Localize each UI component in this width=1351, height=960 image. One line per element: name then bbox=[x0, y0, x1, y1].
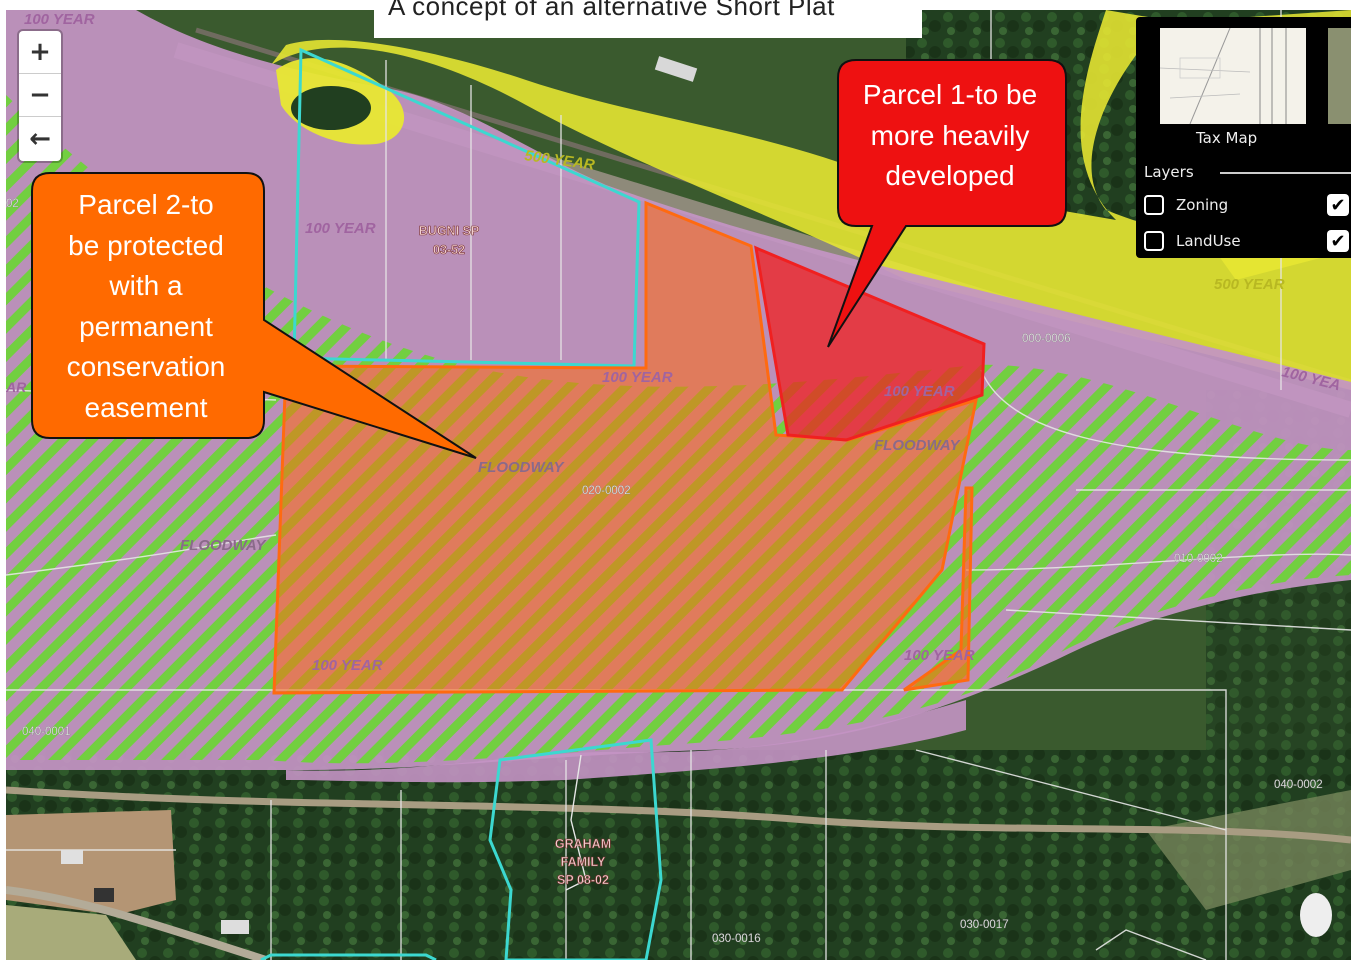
floodplain-500-north bbox=[271, 10, 1351, 390]
zoom-control: + − ← bbox=[19, 31, 61, 161]
landuse-visible-checkbox[interactable]: ✔ bbox=[1327, 230, 1349, 252]
label-flood-100-d: 100 YEAR bbox=[884, 383, 955, 400]
label-flood-100-e: 100 YEAR bbox=[312, 657, 383, 674]
label-graham-1: GRAHAM bbox=[555, 837, 611, 851]
layer-panel: Tax Map Layers Zoning ✔ LandUse ✔ bbox=[1136, 17, 1351, 258]
basemap-thumbnail-aerial[interactable] bbox=[1328, 28, 1351, 124]
callout-parcel2-box bbox=[31, 172, 477, 459]
label-flood-100-f: 100 YEAR bbox=[904, 647, 975, 664]
label-edge-ar: AR bbox=[6, 379, 27, 395]
label-flood-100-b: 100 YEAR bbox=[305, 220, 376, 237]
graham-family-boundary bbox=[488, 738, 663, 960]
south-road bbox=[6, 786, 1351, 844]
basemap-thumbnail-tax-map[interactable] bbox=[1160, 28, 1306, 124]
callout-parcel2-line6: easement bbox=[84, 391, 208, 423]
field-southwest-2 bbox=[6, 905, 136, 960]
layer-row-landuse[interactable]: LandUse ✔ bbox=[1144, 229, 1351, 253]
title-box: A concept of an alternative Short Plat bbox=[374, 0, 922, 38]
building-southwest-2 bbox=[94, 888, 114, 902]
label-flood-500-b: 500 YEAR bbox=[1214, 276, 1285, 293]
zoning-visible-checkbox[interactable]: ✔ bbox=[1327, 194, 1349, 216]
callout-parcel1-text: Parcel 1-to be more heavily developed bbox=[838, 75, 1062, 197]
building-southwest bbox=[61, 850, 83, 864]
callout-parcel2-line3: with a bbox=[109, 270, 183, 301]
building-south bbox=[221, 920, 249, 934]
label-graham-2: FAMILY bbox=[561, 855, 606, 869]
field-east-clearing bbox=[1146, 790, 1351, 910]
label-parcel-020-0002: 020-0002 bbox=[582, 485, 631, 497]
callout-parcel2-line5: conservation bbox=[66, 351, 226, 382]
zoning-label: Zoning bbox=[1176, 196, 1229, 214]
label-bugni-2: 03-52 bbox=[433, 243, 465, 257]
page-title: A concept of an alternative Short Plat bbox=[388, 0, 835, 21]
callout-parcel1-line2: more heavily bbox=[870, 119, 1030, 151]
callout-parcel2-line4: permanent bbox=[79, 310, 213, 342]
zoning-checkbox[interactable] bbox=[1144, 195, 1164, 215]
label-floodway-a: FLOODWAY bbox=[478, 459, 566, 476]
callout-parcel1-line1: Parcel 1-to be bbox=[862, 79, 1038, 110]
landuse-checkbox[interactable] bbox=[1144, 231, 1164, 251]
bugni-sp-boundary bbox=[292, 47, 641, 368]
label-flood-100-a: 100 YEAR bbox=[24, 11, 95, 28]
label-flood-100-c: 100 YEAR bbox=[602, 369, 673, 386]
building-north bbox=[654, 56, 698, 82]
label-parcel-000-0006: 000-0006 bbox=[1022, 333, 1071, 345]
label-graham-3: SP 08-02 bbox=[557, 873, 609, 887]
label-parcel-030-0017: 030-0017 bbox=[960, 919, 1009, 931]
label-parcel-040-0001: 040-0001 bbox=[22, 726, 71, 738]
forest-south bbox=[6, 750, 1351, 960]
zoom-in-button[interactable]: + bbox=[19, 31, 61, 74]
label-bugni-1: BUGNI SP bbox=[419, 224, 479, 238]
field-southwest bbox=[6, 810, 176, 915]
parcel2-strip bbox=[903, 486, 974, 692]
label-parcel-040-0002: 040-0002 bbox=[1274, 779, 1323, 791]
bottom-teal-edge bbox=[260, 953, 437, 960]
callout-parcel1-line3: developed bbox=[885, 160, 1015, 191]
label-parcel-010-0002: 010-0002 bbox=[1174, 553, 1223, 565]
back-arrow-button[interactable]: ← bbox=[29, 123, 51, 154]
layer-row-zoning[interactable]: Zoning ✔ bbox=[1144, 193, 1351, 217]
tax-map-thumbnail-icon bbox=[1160, 28, 1306, 124]
building-greenhouse bbox=[1300, 893, 1332, 937]
callout-parcel1-box bbox=[827, 59, 1067, 348]
layers-title: Layers bbox=[1144, 163, 1194, 181]
graham-inner-line bbox=[565, 754, 587, 891]
floodplain-100-south bbox=[286, 700, 966, 783]
forest-island bbox=[291, 86, 371, 130]
basemap-label: Tax Map bbox=[1196, 129, 1258, 147]
callout-parcel2-line1: Parcel 2-to bbox=[78, 189, 214, 220]
label-parcel-030-0016: 030-0016 bbox=[712, 933, 761, 945]
label-floodway-c: FLOODWAY bbox=[874, 437, 962, 454]
zoom-out-button[interactable]: − bbox=[19, 74, 61, 117]
parcel1-development-area bbox=[754, 245, 986, 442]
label-edge-02: 02 bbox=[6, 198, 19, 210]
label-floodway-b: FLOODWAY bbox=[180, 537, 268, 554]
callout-parcel2-text: Parcel 2-to be protected with a permanen… bbox=[32, 185, 260, 428]
callout-parcel2-line2: be protected bbox=[68, 229, 224, 261]
county-road bbox=[6, 886, 268, 960]
landuse-label: LandUse bbox=[1176, 232, 1241, 250]
layers-divider bbox=[1220, 172, 1351, 174]
